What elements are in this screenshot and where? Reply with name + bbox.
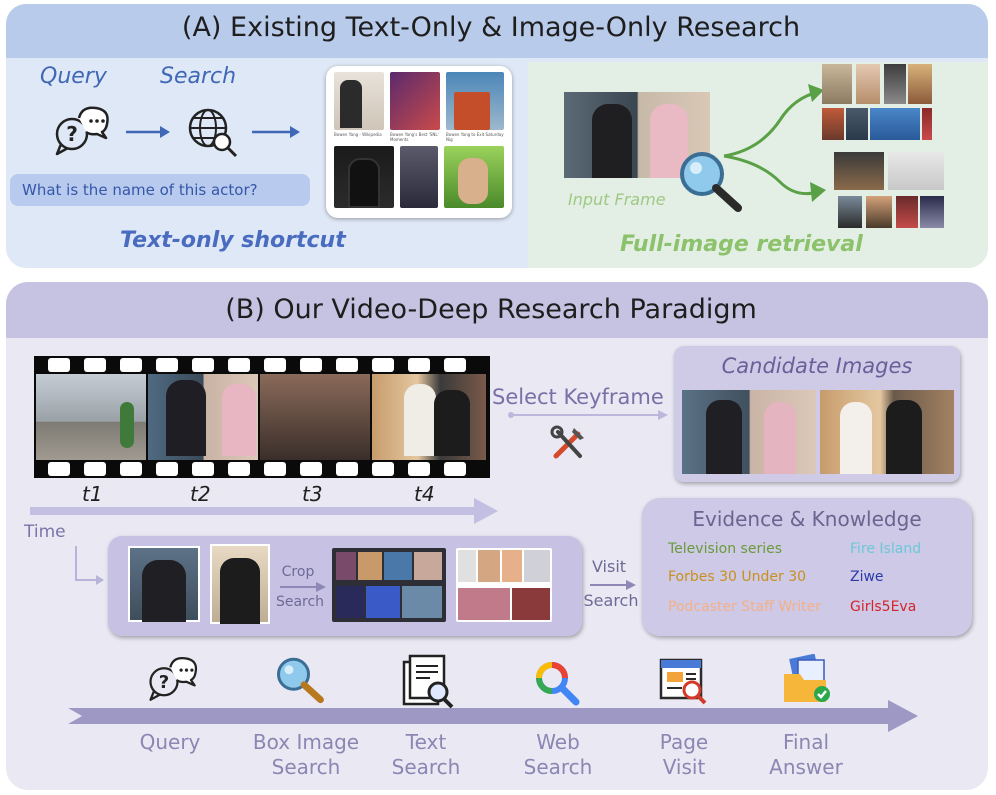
tool-label-box-image-search-line1: Box Image [252, 730, 360, 754]
tool-label-web-search-line1: Web [536, 730, 580, 754]
search-caption: Bowen Yang to Exit Saturday Nig [446, 132, 504, 142]
evidence-knowledge-box [642, 498, 972, 636]
search-caption: Bowen Yang's Best 'SNL' Moments [390, 132, 439, 142]
search-label: Search [160, 64, 237, 89]
tool-sequence-arrow [68, 700, 918, 732]
panel-b-header [6, 282, 988, 338]
evidence-item: Forbes 30 Under 30 [668, 569, 807, 585]
video-frame-t3 [260, 374, 370, 460]
folder-check-icon [784, 654, 830, 702]
tool-label-page-visit-line1: Page [659, 730, 709, 754]
question-chat-icon: ? [149, 657, 198, 701]
time-label-t4: t4 [414, 482, 435, 506]
magnifier-icon [680, 152, 742, 212]
time-axis-label: Time [24, 522, 66, 542]
retrieval-arrows [723, 84, 826, 202]
select-keyframe-label: Select Keyframe [492, 385, 664, 409]
globe-search-icon [188, 108, 238, 158]
evidence-item: Girls5Eva [850, 599, 917, 615]
crop-search-label: Search [275, 594, 325, 610]
evidence-item: Ziwe [850, 569, 884, 585]
arrow-icon [252, 126, 300, 138]
search-results-card: Bowen Yang - Wikipedia Bowen Yang's Best… [326, 66, 512, 218]
visit-label: Visit [591, 557, 627, 576]
web-page-icon [659, 658, 707, 705]
evidence-item: Fire Island [850, 541, 922, 557]
visit-arrow [590, 580, 636, 590]
evidence-title: Evidence & Knowledge [692, 507, 922, 531]
crop-label: Crop [281, 564, 315, 580]
google-search-icon [536, 662, 580, 706]
full-image-label: Full-image retrieval [620, 232, 863, 257]
text-only-label: Text-only shortcut [120, 228, 346, 253]
svg-text:?: ? [159, 672, 169, 693]
question-chat-icon: ? [55, 106, 109, 156]
svg-text:?: ? [66, 122, 78, 146]
evidence-item: Television series [668, 541, 782, 557]
time-arrow [30, 498, 498, 524]
tool-label-query: Query [139, 730, 201, 754]
evidence-item: Podcaster Staff Writer [668, 599, 822, 615]
tool-label-final-answer-line1: Final [782, 730, 830, 754]
time-label-t3: t3 [302, 482, 323, 506]
tool-label-text-search-line2: Search [391, 755, 461, 779]
query-label: Query [40, 64, 107, 89]
panel-b-title: (B) Our Video-Deep Research Paradigm [225, 294, 757, 325]
visit-search-label: Search [583, 591, 639, 610]
panel-a-title: (A) Existing Text-Only & Image-Only Rese… [181, 12, 801, 43]
arrow-icon [126, 126, 170, 138]
magnifier-icon [277, 657, 324, 704]
tool-label-page-visit-line2: Visit [662, 755, 706, 779]
search-caption: Bowen Yang - Wikipedia [334, 132, 382, 137]
crop-arrow [280, 582, 326, 592]
panel-a-header [6, 4, 988, 58]
select-keyframe-arrow [508, 410, 668, 420]
document-search-icon [402, 654, 454, 709]
tool-label-box-image-search-line2: Search [271, 755, 341, 779]
time-label-t2: t2 [190, 482, 211, 506]
tool-label-web-search-line2: Search [523, 755, 593, 779]
tool-label-final-answer-line2: Answer [769, 755, 843, 779]
time-branch-arrow [75, 546, 104, 585]
tools-icon [550, 425, 584, 459]
input-frame-label: Input Frame [568, 190, 666, 209]
tool-label-text-search-line1: Text [405, 730, 447, 754]
time-label-t1: t1 [82, 482, 103, 506]
question-input: What is the name of this actor? [10, 174, 310, 206]
candidate-images-title: Candidate Images [721, 354, 913, 378]
